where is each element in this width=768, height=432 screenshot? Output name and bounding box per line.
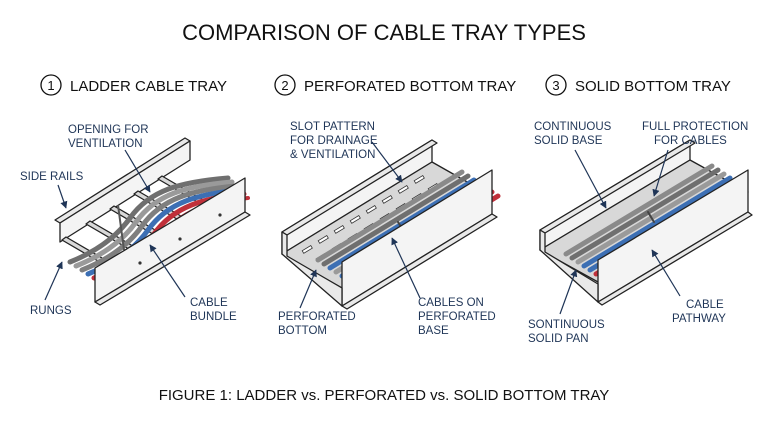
label-rungs: RUNGS (30, 305, 72, 317)
label-cont-line1: CONTINUOUS (534, 121, 612, 133)
figure-caption: FIGURE 1: LADDER vs. PERFORATED vs. SOLI… (159, 387, 610, 404)
label-pan-line1: SONTINUOUS (528, 319, 605, 331)
label-slot-line3: & VENTILATION (290, 149, 375, 161)
label-path-line1: CABLE (686, 299, 724, 311)
label-bundle-line2: BUNDLE (190, 311, 237, 323)
ladder-tray-illustration (55, 138, 250, 305)
panel-title-perforated: PERFORATED BOTTOM TRAY (304, 78, 516, 95)
panel-ladder: 1 LADDER CABLE TRAY (20, 75, 250, 323)
label-full-line2: FOR CABLES (654, 135, 727, 147)
label-full-line1: FULL PROTECTION (642, 121, 748, 133)
label-opening-line1: OPENING FOR (68, 124, 149, 136)
panel-number: 2 (281, 78, 288, 93)
label-cables-line2: PERFORATED (418, 311, 496, 323)
panel-perforated: 2 PERFORATED BOTTOM TRAY (275, 75, 516, 337)
page-title: COMPARISON OF CABLE TRAY TYPES (182, 20, 586, 45)
panel-number: 3 (552, 78, 559, 93)
label-bundle-line1: CABLE (190, 297, 228, 309)
label-opening-line2: VENTILATION (68, 138, 143, 150)
label-cont-line2: SOLID BASE (534, 135, 603, 147)
panel-title-ladder: LADDER CABLE TRAY (70, 78, 227, 95)
label-perf-line2: BOTTOM (278, 325, 327, 337)
leader-pan (560, 270, 576, 314)
label-slot-line1: SLOT PATTERN (290, 121, 375, 133)
leader-rungs (45, 262, 62, 300)
panel-solid: 3 SOLID BOTTOM TRAY (528, 75, 752, 345)
label-path-line2: PATHWAY (672, 313, 726, 325)
label-slot-line2: FOR DRAINAGE (290, 135, 378, 147)
label-cables-line3: BASE (418, 325, 449, 337)
label-side-rails: SIDE RAILS (20, 171, 84, 183)
panel-number: 1 (47, 78, 54, 93)
label-pan-line2: SOLID PAN (528, 333, 589, 345)
label-cables-line1: CABLES ON (418, 297, 484, 309)
leader-side-rails (58, 185, 66, 208)
label-perf-line1: PERFORATED (278, 311, 356, 323)
panel-title-solid: SOLID BOTTOM TRAY (575, 78, 731, 95)
